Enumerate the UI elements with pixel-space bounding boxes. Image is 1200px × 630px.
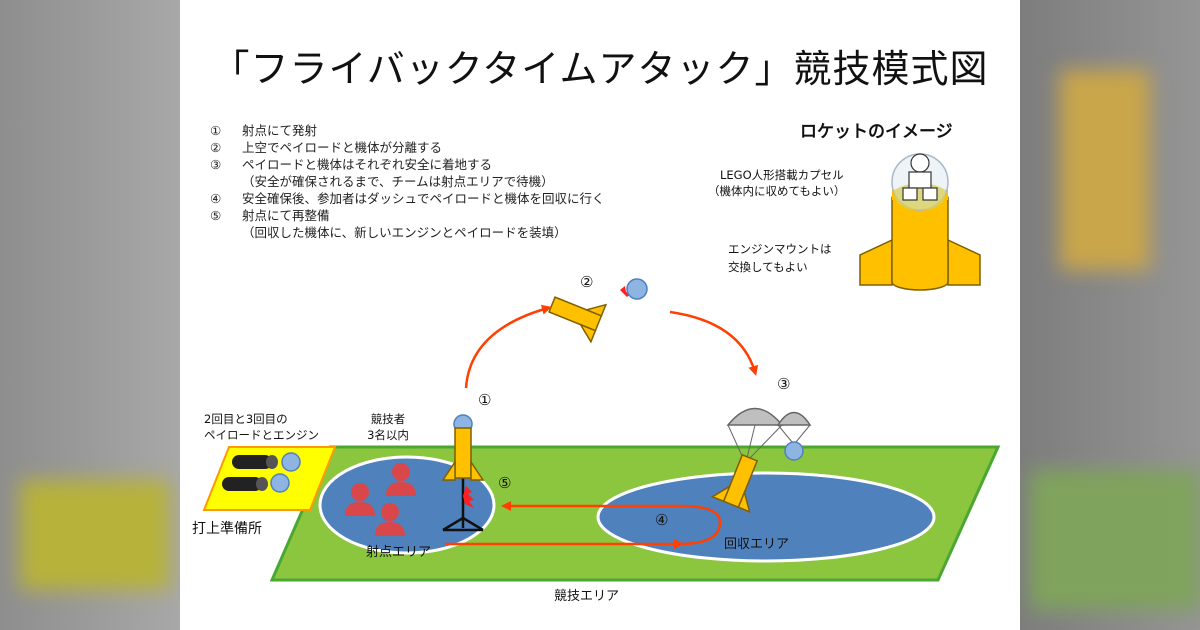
competition-area-label: 競技エリア bbox=[554, 589, 620, 604]
step-subnote: （回収した機体に、新しいエンジンとペイロードを装填） bbox=[242, 225, 567, 240]
step-subnote: （安全が確保されるまで、チームは射点エリアで待機） bbox=[242, 174, 554, 189]
engine-mount-label-line2: 交換してもよい bbox=[728, 260, 808, 274]
competitor-person-icon bbox=[345, 483, 375, 516]
launch-rocket-icon bbox=[441, 414, 485, 481]
launch-area-label: 射点エリア bbox=[366, 545, 432, 560]
payload-ball-icon bbox=[270, 473, 290, 493]
prep-note-line2: ペイロードとエンジン bbox=[204, 428, 319, 442]
competitors-label-line1: 競技者 bbox=[370, 412, 406, 426]
diagram-canvas bbox=[202, 153, 1001, 582]
lego-capsule-icon bbox=[891, 153, 949, 211]
return-arrow bbox=[501, 501, 722, 546]
engine-icon bbox=[232, 455, 278, 469]
backdrop-blob-rocket bbox=[1060, 70, 1150, 270]
marker-step-3: ③ bbox=[777, 375, 791, 393]
separated-payload-icon bbox=[626, 278, 648, 300]
page-title: 「フライバックタイムアタック」競技模式図 bbox=[211, 47, 989, 91]
competitor-person-icon bbox=[386, 463, 416, 496]
marker-step-1: ① bbox=[478, 391, 492, 409]
payload-ball-icon bbox=[281, 452, 301, 472]
rocket-image-heading: ロケットのイメージ bbox=[800, 122, 953, 142]
launch-pad-icon bbox=[442, 478, 484, 532]
launch-arrow bbox=[464, 304, 552, 389]
competitor-person-icon bbox=[375, 503, 405, 536]
exhaust-flame-icon bbox=[463, 486, 474, 508]
backdrop-blob-right bbox=[1030, 470, 1200, 610]
prep-area-label: 打上準備所 bbox=[192, 521, 262, 537]
backdrop-blob-left bbox=[20, 480, 170, 590]
prep-note-line1: 2回目と3回目の bbox=[204, 412, 288, 426]
competitors-label-line2: 3名以内 bbox=[367, 428, 409, 442]
marker-step-2: ② bbox=[580, 273, 594, 291]
engine-mount-label-line1: エンジンマウントは bbox=[728, 242, 832, 256]
capsule-label-line1: LEGO人形搭載カプセル bbox=[720, 168, 844, 182]
separated-rocket-icon bbox=[548, 296, 608, 344]
parachute-small-icon bbox=[776, 411, 812, 443]
landed-rocket-icon bbox=[710, 453, 759, 514]
engine-icon bbox=[222, 477, 268, 491]
descent-arrow bbox=[669, 310, 759, 376]
marker-step-4: ④ bbox=[655, 511, 669, 529]
landed-payload-icon bbox=[784, 441, 804, 461]
capsule-label-line2: （機体内に収めてもよい） bbox=[708, 184, 846, 198]
marker-step-5: ⑤ bbox=[498, 474, 512, 492]
recovery-area-label: 回収エリア bbox=[724, 537, 790, 552]
